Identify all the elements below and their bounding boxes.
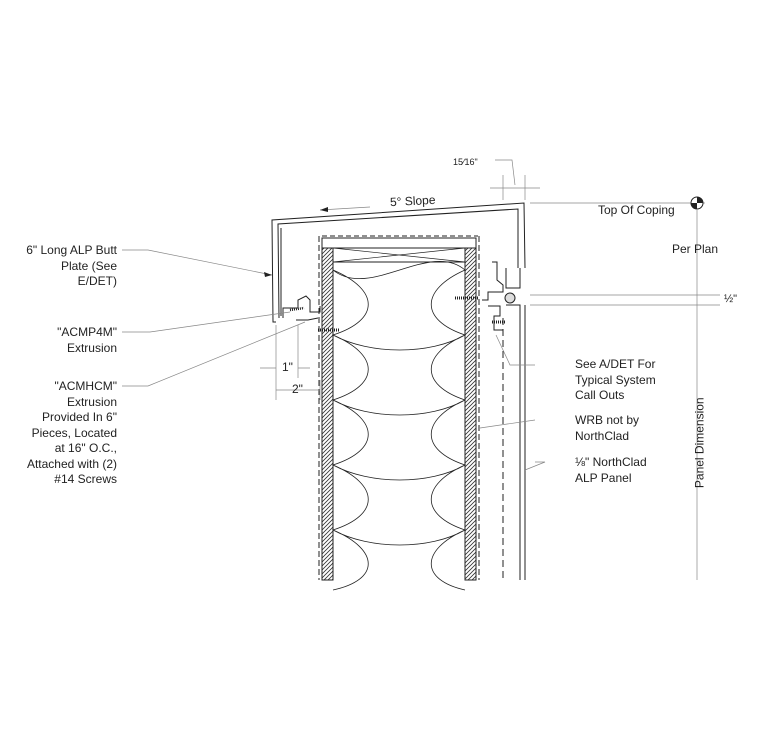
insulation [331,260,466,591]
panel-dimension-label: Panel Dimension [692,397,707,489]
dim-1-inch: 1" [282,360,293,374]
half-inch-dim: ½" [724,293,738,305]
slope-label: 5° Slope [389,192,436,210]
sheathing-right [464,247,477,581]
fifteen-sixteenths-dim: 15⁄16" [453,157,478,167]
top-plate [321,237,477,249]
callout-acmp4m: "ACMP4M" Extrusion [57,325,117,355]
dim-2-inch: 2" [292,382,303,396]
alp-panel [519,305,526,580]
coping-inner [277,208,519,319]
top-of-coping-label: Top Of Coping [598,203,675,217]
callout-see-adet: See A/DET For Typical System Call Outs [575,357,656,402]
callout-alp-panel: ⅛" NorthClad ALP Panel [575,455,647,485]
callout-wrb: WRB not by NorthClad [575,413,640,443]
callout-butt-plate: 6" Long ALP Butt Plate (See E/DET) [26,243,117,288]
callout-acmhcm: "ACMHCM" Extrusion Provided In 6" Pieces… [26,379,117,486]
coping-outer [271,202,526,323]
per-plan-label: Per Plan [672,242,719,256]
sheathing-left [321,247,334,581]
